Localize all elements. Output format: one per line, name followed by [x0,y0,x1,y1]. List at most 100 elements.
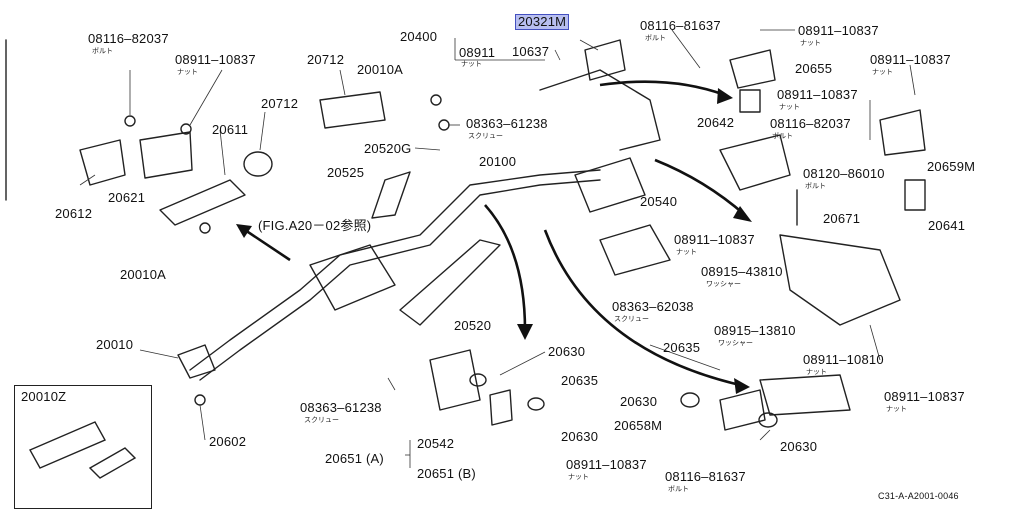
label-08911-10837-g: 08911–10837 [884,389,965,404]
bracket-20621 [139,131,193,179]
label-nut-c: ナット [800,39,821,47]
arrow-line [241,226,291,262]
sealant-tube [29,421,106,469]
screw-icon [438,119,450,131]
label-08915-13810: 08915–13810 [714,323,796,338]
main-pipe-outer [199,179,601,381]
ring-20630-b [527,397,545,411]
label-08116-82037-b: 08116–82037 [770,116,851,131]
mount-20642 [739,89,761,113]
arrowhead [733,206,752,222]
label-washer-b: ワッシャー [718,339,753,347]
label-20651A: 20651 (A) [325,451,384,466]
bolt-icon [124,115,136,127]
label-bolt: ボルト [92,47,113,55]
label-08911-10837-f: 08911–10837 [566,457,647,472]
gasket-20712 [243,151,273,177]
label-20630-d: 20630 [780,439,818,454]
label-20400: 20400 [400,29,438,44]
arrow-curve [484,204,527,331]
label-20612: 20612 [55,206,93,221]
label-nut-d: ナット [872,68,893,76]
label-08911-10837-c: 08911–10837 [870,52,951,67]
label-washer-a: ワッシャー [706,280,741,288]
label-20520G: 20520G [364,141,412,156]
rear-pipe [779,234,901,326]
label-nut: ナット [177,68,198,76]
label-08116-81637-top: 08116–81637 [640,18,721,33]
pipe-front [159,179,246,226]
label-08363-61238-bottom: 08363–61238 [300,400,382,415]
mount-20641 [904,179,926,211]
label-nut-b: ナット [461,60,482,68]
label-08116-82037: 08116–82037 [88,31,169,46]
label-08911-10837-e: 08911–10837 [674,232,755,247]
hanger-20658M [719,389,766,431]
muffler-20540 [599,224,671,276]
flange-20712 [319,91,386,129]
label-10637: 10637 [512,44,550,59]
label-20630-c: 20630 [620,394,658,409]
label-20010A-top: 20010A [357,62,404,77]
label-screw-b: スクリュー [614,315,649,323]
pipe-segment [719,134,791,191]
nut-20602 [194,394,206,406]
inset-box-sealant [14,385,152,509]
label-20651B: 20651 (B) [417,466,476,481]
heat-shield-20520 [399,239,501,326]
label-20010Z: 20010Z [21,389,67,404]
label-08911-10810: 08911–10810 [803,352,884,367]
label-20542: 20542 [417,436,455,451]
label-20621: 20621 [108,190,146,205]
label-08915-43810: 08915–43810 [701,264,783,279]
center-muffler [574,157,646,213]
arrowhead [734,378,750,394]
label-nut-h: ナット [568,473,589,481]
label-20659M: 20659M [927,159,976,174]
label-20658M: 20658M [614,418,663,433]
nut-icon [180,123,192,135]
label-fig-reference: (FIG.A20－02参照) [258,218,372,233]
arrow-curve [599,80,726,97]
label-nut-i: ナット [886,405,907,413]
part-20321M [584,39,626,81]
label-bolt-b: ボルト [645,34,666,42]
arrow-curve [654,158,746,216]
bracket-20659M [879,109,926,156]
sealant-nozzle [88,447,137,479]
arrowhead [236,224,252,238]
bracket-20655 [729,49,776,89]
front-pipe-20010 [177,344,216,379]
label-20630-a: 20630 [548,344,586,359]
arrow-curve [543,229,741,387]
label-screw-c: スクリュー [304,416,339,424]
label-20602: 20602 [209,434,247,449]
label-nut-g: ナット [806,368,827,376]
label-20540: 20540 [640,194,678,209]
label-20642: 20642 [697,115,735,130]
bracket-20612 [79,139,126,186]
label-08116-81637-bottom: 08116–81637 [665,469,746,484]
label-bolt-c: ボルト [772,132,793,140]
arrowhead [717,88,733,104]
ring-20630-d [758,412,778,428]
bolt-icon [430,94,442,106]
label-20671: 20671 [823,211,861,226]
label-20641: 20641 [928,218,966,233]
label-08911: 08911 [459,45,496,60]
label-bolt-d: ボルト [805,182,826,190]
label-20321M-highlighted[interactable]: 20321M [515,14,570,30]
main-pipe [189,169,601,371]
hanger-20542 [489,389,513,426]
tail-pipe [539,69,661,151]
heat-shield-20525 [371,171,411,219]
hanger-bracket [429,349,481,411]
bolt-icon [199,222,211,234]
diagram-code: C31-A-A2001-0046 [878,491,959,501]
label-20635-b: 20635 [663,340,701,355]
label-08911-10837-d: 08911–10837 [777,87,858,102]
label-08911-10837-a: 08911–10837 [175,52,256,67]
label-20712-b: 20712 [261,96,299,111]
